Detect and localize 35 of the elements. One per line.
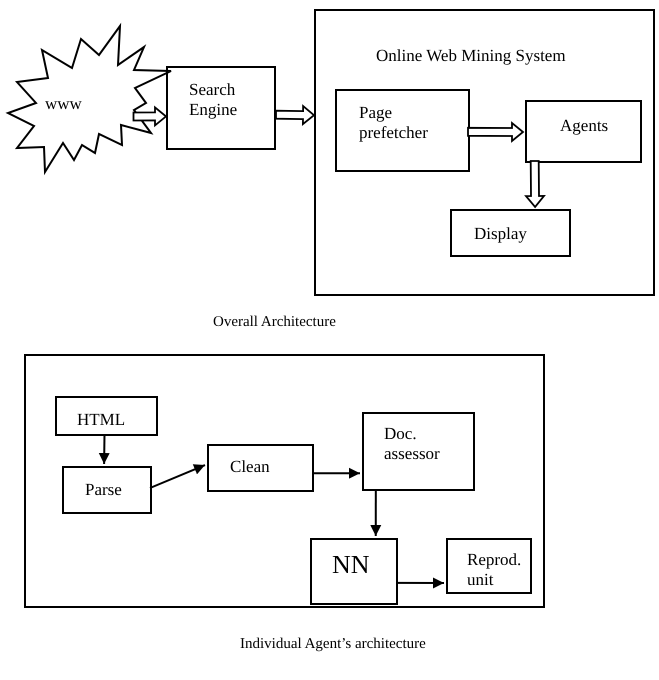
box-label: Display bbox=[474, 224, 527, 244]
process-box bbox=[310, 538, 398, 605]
box-label: HTML bbox=[77, 410, 126, 430]
block-arrow bbox=[524, 160, 546, 208]
box-label: www bbox=[45, 94, 82, 114]
process-box bbox=[62, 466, 152, 514]
box-label: Page prefetcher bbox=[359, 103, 429, 144]
arrow bbox=[370, 489, 382, 536]
process-box bbox=[525, 100, 642, 163]
block-arrow bbox=[467, 121, 524, 143]
box-label: Search Engine bbox=[189, 80, 238, 121]
arrow bbox=[312, 468, 360, 479]
frame-box bbox=[24, 354, 545, 608]
process-box bbox=[446, 538, 532, 594]
caption: Individual Agent’s architecture bbox=[240, 636, 426, 653]
process-box bbox=[335, 89, 470, 172]
arrow bbox=[98, 434, 110, 464]
box-label: NN bbox=[332, 549, 370, 580]
process-box bbox=[314, 9, 655, 296]
box-label: Doc. assessor bbox=[384, 424, 441, 465]
box-label: Clean bbox=[230, 457, 270, 478]
block-arrow bbox=[132, 106, 168, 128]
process-box bbox=[207, 444, 314, 492]
block-arrow bbox=[275, 104, 316, 126]
box-label: Reprod. unit bbox=[467, 550, 522, 591]
process-box bbox=[55, 396, 158, 436]
process-box bbox=[362, 412, 475, 491]
arrow bbox=[396, 578, 444, 588]
heading: Online Web Mining System bbox=[376, 46, 567, 66]
process-box bbox=[166, 66, 276, 150]
process-box bbox=[450, 209, 571, 257]
box-label: Parse bbox=[85, 480, 122, 500]
box-label: Agents bbox=[560, 116, 608, 136]
arrow bbox=[150, 464, 206, 489]
caption: Overall Architecture bbox=[213, 314, 336, 331]
